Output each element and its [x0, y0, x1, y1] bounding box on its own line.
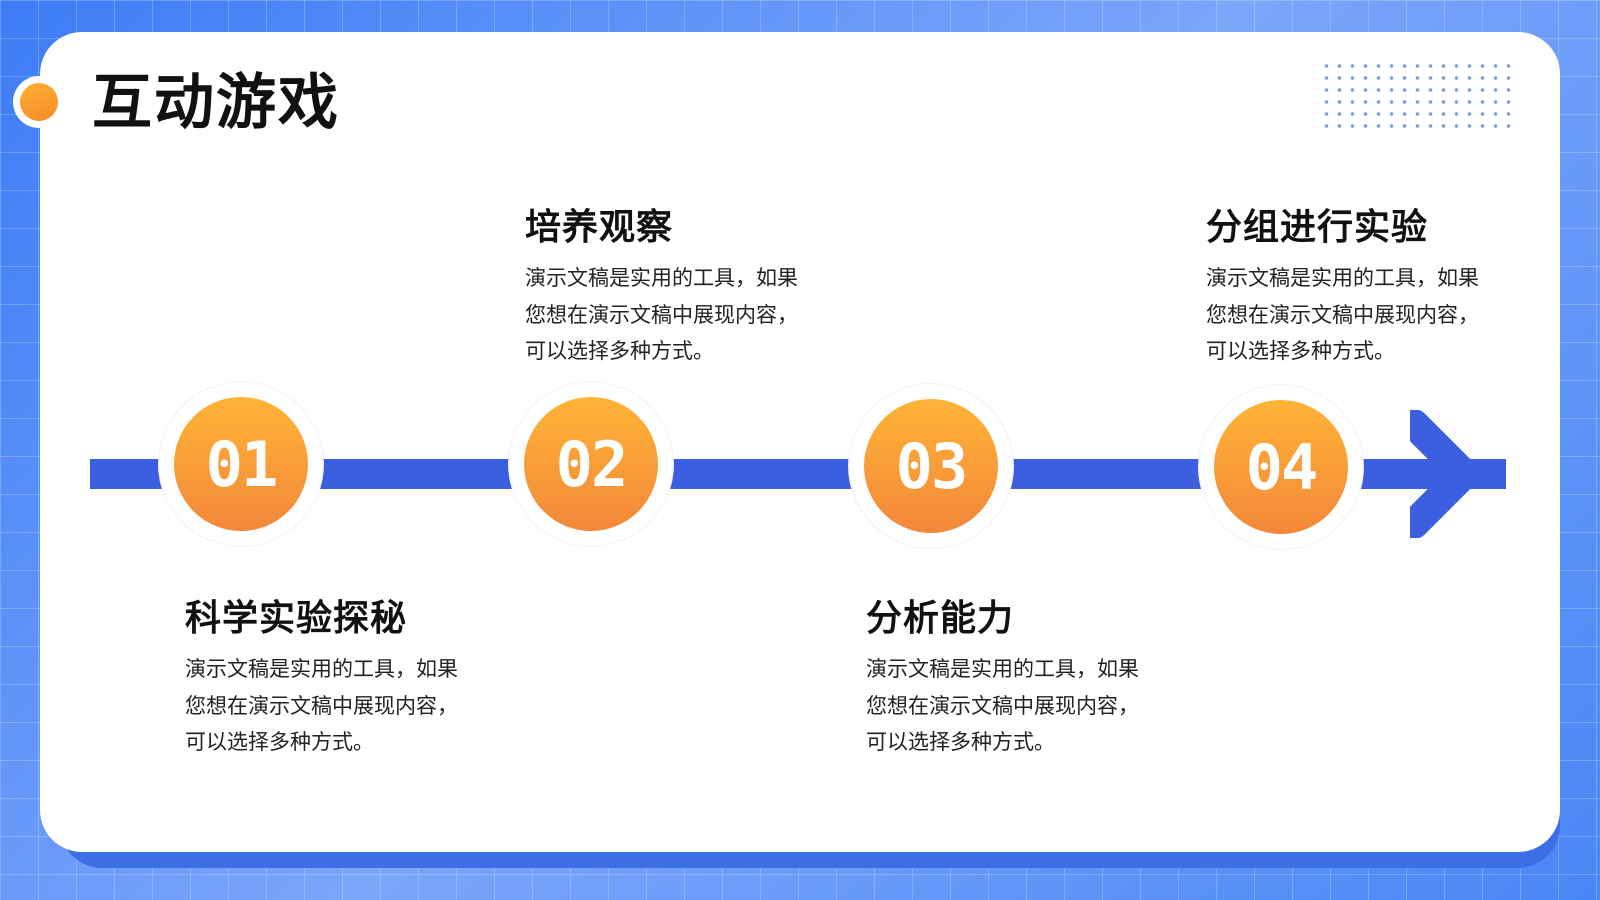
step-circle-2: 02 — [509, 382, 673, 546]
step-circle-1: 01 — [159, 382, 323, 546]
step-description-3: 演示文稿是实用的工具，如果您想在演示文稿中展现内容，可以选择多种方式。 — [866, 657, 1139, 754]
step-description-4: 演示文稿是实用的工具，如果您想在演示文稿中展现内容，可以选择多种方式。 — [1206, 266, 1479, 363]
step-number-4: 04 — [1245, 430, 1319, 504]
dot-grid-decoration — [1320, 60, 1510, 132]
step-number-2: 02 — [555, 427, 629, 501]
step-block-4: 分组进行实验 演示文稿是实用的工具，如果您想在演示文稿中展现内容，可以选择多种方… — [1206, 206, 1506, 370]
step-description-1: 演示文稿是实用的工具，如果您想在演示文稿中展现内容，可以选择多种方式。 — [185, 657, 458, 754]
step-title-3: 分析能力 — [866, 598, 1015, 639]
step-title-2: 培养观察 — [525, 207, 674, 248]
step-circle-4: 04 — [1199, 385, 1363, 549]
step-number-3: 03 — [895, 429, 969, 503]
step-description-2: 演示文稿是实用的工具，如果您想在演示文稿中展现内容，可以选择多种方式。 — [525, 266, 798, 363]
step-title-4: 分组进行实验 — [1206, 207, 1429, 248]
step-number-1: 01 — [205, 427, 279, 501]
step-circle-3: 03 — [849, 384, 1013, 548]
step-block-1: 科学实验探秘 演示文稿是实用的工具，如果您想在演示文稿中展现内容，可以选择多种方… — [185, 597, 485, 761]
step-title-1: 科学实验探秘 — [185, 598, 408, 639]
arrow-head-icon — [1410, 410, 1506, 538]
step-block-3: 分析能力 演示文稿是实用的工具，如果您想在演示文稿中展现内容，可以选择多种方式。 — [866, 597, 1166, 761]
title-dot-icon — [13, 76, 65, 128]
page-title: 互动游戏 — [92, 68, 340, 138]
step-block-2: 培养观察 演示文稿是实用的工具，如果您想在演示文稿中展现内容，可以选择多种方式。 — [525, 206, 825, 370]
